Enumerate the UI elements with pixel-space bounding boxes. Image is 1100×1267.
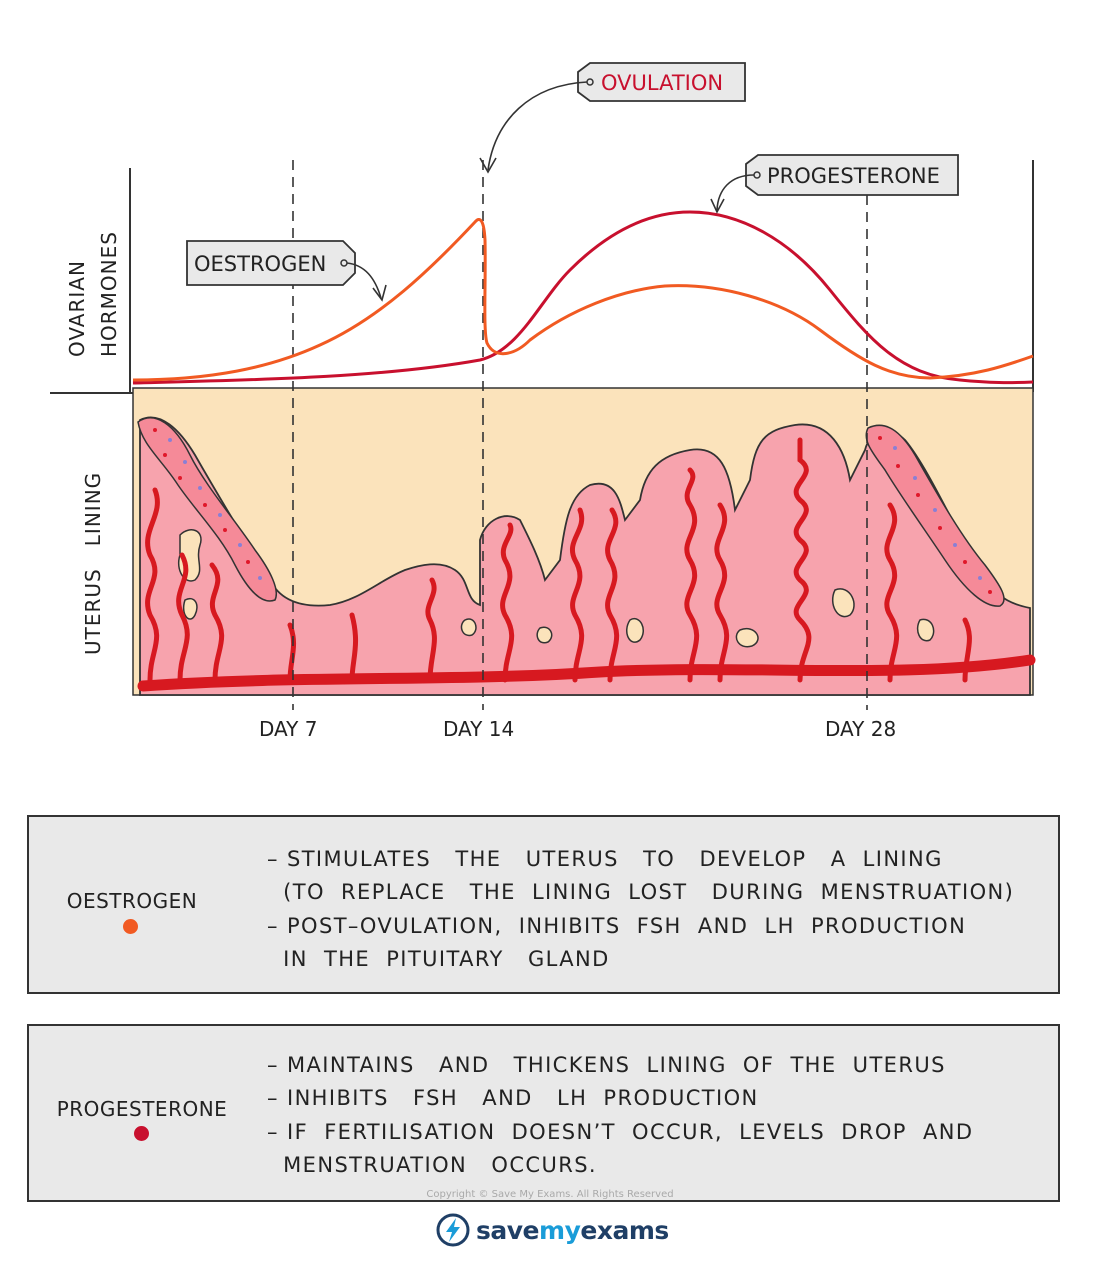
oestrogen-name: OESTROGEN [66, 889, 198, 913]
blood-dots [153, 428, 992, 594]
menstrual-cycle-diagram: OVULATION PROGESTERONE OESTROGEN OVARIAN… [50, 62, 1036, 741]
ovulation-tag: OVULATION [479, 62, 746, 174]
shed-tissue-right [865, 424, 1005, 607]
day-7-label: DAY 7 [259, 717, 317, 741]
day-28-label: DAY 28 [825, 717, 896, 741]
spiral-arteries [145, 437, 972, 683]
lightning-bolt-icon [436, 1213, 470, 1247]
copyright-notice: Copyright © Save My Exams. All Rights Re… [426, 1189, 674, 1200]
save-my-exams-logo: savemyexams [436, 1213, 669, 1247]
oestrogen-tag-label: OESTROGEN [194, 252, 326, 276]
progesterone-tag: PROGESTERONE [710, 154, 959, 214]
ovulation-label: OVULATION [601, 71, 723, 95]
progesterone-desc-line-3: – IF FERTILISATION DOESN’T OCCUR, LEVELS… [267, 1120, 974, 1144]
oestrogen-desc-line-1: – STIMULATES THE UTERUS TO DEVELOP A LIN… [267, 847, 943, 871]
base-blood-vessel [137, 654, 1036, 692]
progesterone-color-dot [134, 1126, 149, 1141]
brand-name: savemyexams [476, 1215, 669, 1245]
oestrogen-tag: OESTROGEN [186, 240, 387, 302]
oestrogen-desc-line-3: – POST–OVULATION, INHIBITS FSH AND LH PR… [267, 914, 967, 938]
progesterone-desc-line-1: – MAINTAINS AND THICKENS LINING OF THE U… [267, 1053, 946, 1077]
progesterone-name: PROGESTERONE [56, 1097, 228, 1121]
progesterone-curve [132, 210, 1034, 385]
oestrogen-desc-line-2: (TO REPLACE THE LINING LOST DURING MENST… [267, 880, 1015, 904]
oestrogen-color-dot [123, 919, 138, 934]
progesterone-desc-line-2: – INHIBITS FSH AND LH PRODUCTION [267, 1086, 759, 1110]
ovarian-hormones-label: OVARIAN HORMONES [65, 231, 121, 357]
progesterone-desc-line-4: MENSTRUATION OCCURS. [267, 1153, 598, 1177]
oestrogen-info-box: OESTROGEN – STIMULATES THE UTERUS TO DEV… [27, 815, 1060, 994]
shed-tissue-left [137, 417, 277, 602]
progesterone-info-box: PROGESTERONE – MAINTAINS AND THICKENS LI… [27, 1024, 1060, 1202]
day-14-label: DAY 14 [443, 717, 514, 741]
uterus-lining-label: UTERUS LINING [81, 472, 105, 655]
progesterone-tag-label: PROGESTERONE [767, 164, 940, 188]
oestrogen-desc-line-4: IN THE PITUITARY GLAND [267, 947, 610, 971]
svg-text:HORMONES: HORMONES [97, 231, 121, 357]
svg-text:OVARIAN: OVARIAN [65, 260, 89, 357]
lining-glands [178, 529, 935, 648]
oestrogen-curve [132, 217, 1034, 382]
